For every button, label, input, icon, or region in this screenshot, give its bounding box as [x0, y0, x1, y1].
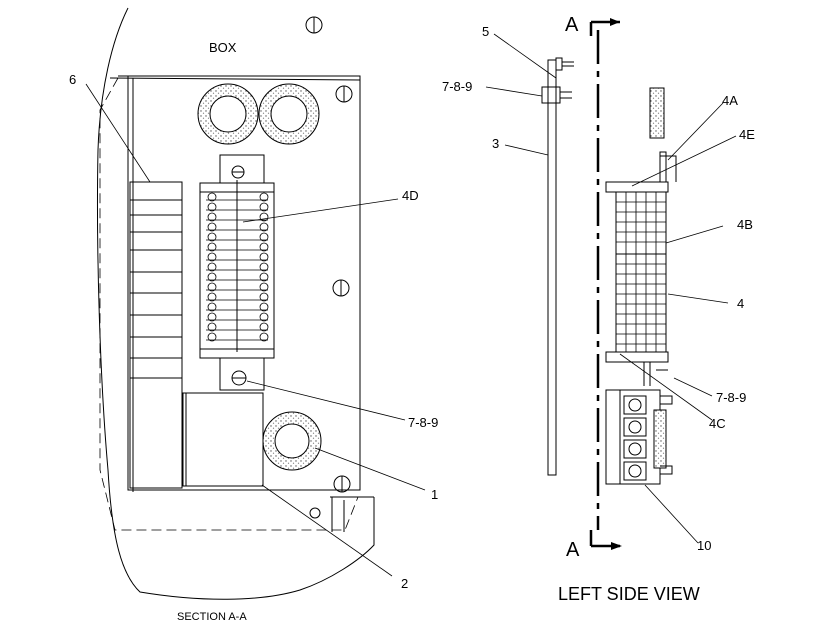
- callout-4a: 4A: [722, 93, 738, 108]
- leader-789-top: [485, 86, 543, 97]
- leader-789-right: [673, 377, 713, 397]
- leader-6: [85, 83, 151, 183]
- view-label: LEFT SIDE VIEW: [558, 584, 700, 604]
- callout-4c: 4C: [709, 416, 726, 431]
- leader-4a: [667, 102, 724, 161]
- left-side-view: [485, 18, 737, 550]
- mounting-plate: [547, 59, 557, 476]
- callout-10: 10: [697, 538, 711, 553]
- leader-789-left: [246, 380, 406, 421]
- side-plate-stack: [129, 181, 183, 489]
- callout-4d: 4D: [402, 188, 419, 203]
- leader-4c: [619, 353, 713, 421]
- screw-lower-right: [333, 475, 351, 493]
- section-cut-line: [589, 18, 622, 550]
- callout-4: 4: [737, 296, 744, 311]
- leader-4d: [242, 198, 399, 223]
- leader-5: [493, 33, 557, 79]
- callout-789-right: 7-8-9: [716, 390, 746, 405]
- section-a-a-view: [85, 7, 426, 600]
- small-hole: [309, 507, 321, 519]
- leader-4b: [665, 225, 724, 244]
- callout-5: 5: [482, 24, 489, 39]
- callout-789-left: 7-8-9: [408, 415, 438, 430]
- leader-10: [644, 484, 699, 544]
- leader-1: [314, 447, 426, 491]
- callout-789-top: 7-8-9: [442, 79, 472, 94]
- callout-2: 2: [401, 576, 408, 591]
- panel-top-edge: [109, 77, 361, 81]
- section-marker-top: A: [565, 14, 579, 36]
- section-marker-bottom: A: [566, 539, 580, 561]
- resistor-side: [605, 181, 669, 386]
- callout-3: 3: [492, 136, 499, 151]
- callout-4e: 4E: [739, 127, 755, 142]
- grommet-top-left: [197, 83, 259, 145]
- housing-outline: [96, 7, 375, 600]
- screw-upper-right: [335, 85, 353, 103]
- leader-2: [261, 484, 393, 577]
- bottom-bracket: [330, 496, 374, 532]
- leader-4: [667, 293, 729, 304]
- grommet-top-right: [258, 83, 320, 145]
- grommet-lower: [262, 411, 322, 471]
- callout-1: 1: [431, 487, 438, 502]
- box-label: BOX: [209, 40, 237, 55]
- upper-fastener: [541, 86, 572, 104]
- section-label: SECTION A-A: [177, 611, 247, 623]
- dashed-outline: [99, 77, 359, 531]
- callout-4b: 4B: [737, 217, 753, 232]
- terminal-block: [605, 389, 673, 485]
- screw-mid-right: [332, 279, 350, 297]
- panel-plate: [118, 75, 361, 491]
- resistor-assembly: [199, 154, 275, 391]
- grommet-edge: [649, 87, 665, 139]
- callout-6: 6: [69, 72, 76, 87]
- leader-4e: [631, 135, 737, 187]
- leader-3: [504, 144, 549, 156]
- junction-box: [182, 392, 264, 487]
- bracket-4a: [659, 151, 677, 183]
- top-bolt: [555, 57, 574, 71]
- screw-top: [305, 16, 323, 34]
